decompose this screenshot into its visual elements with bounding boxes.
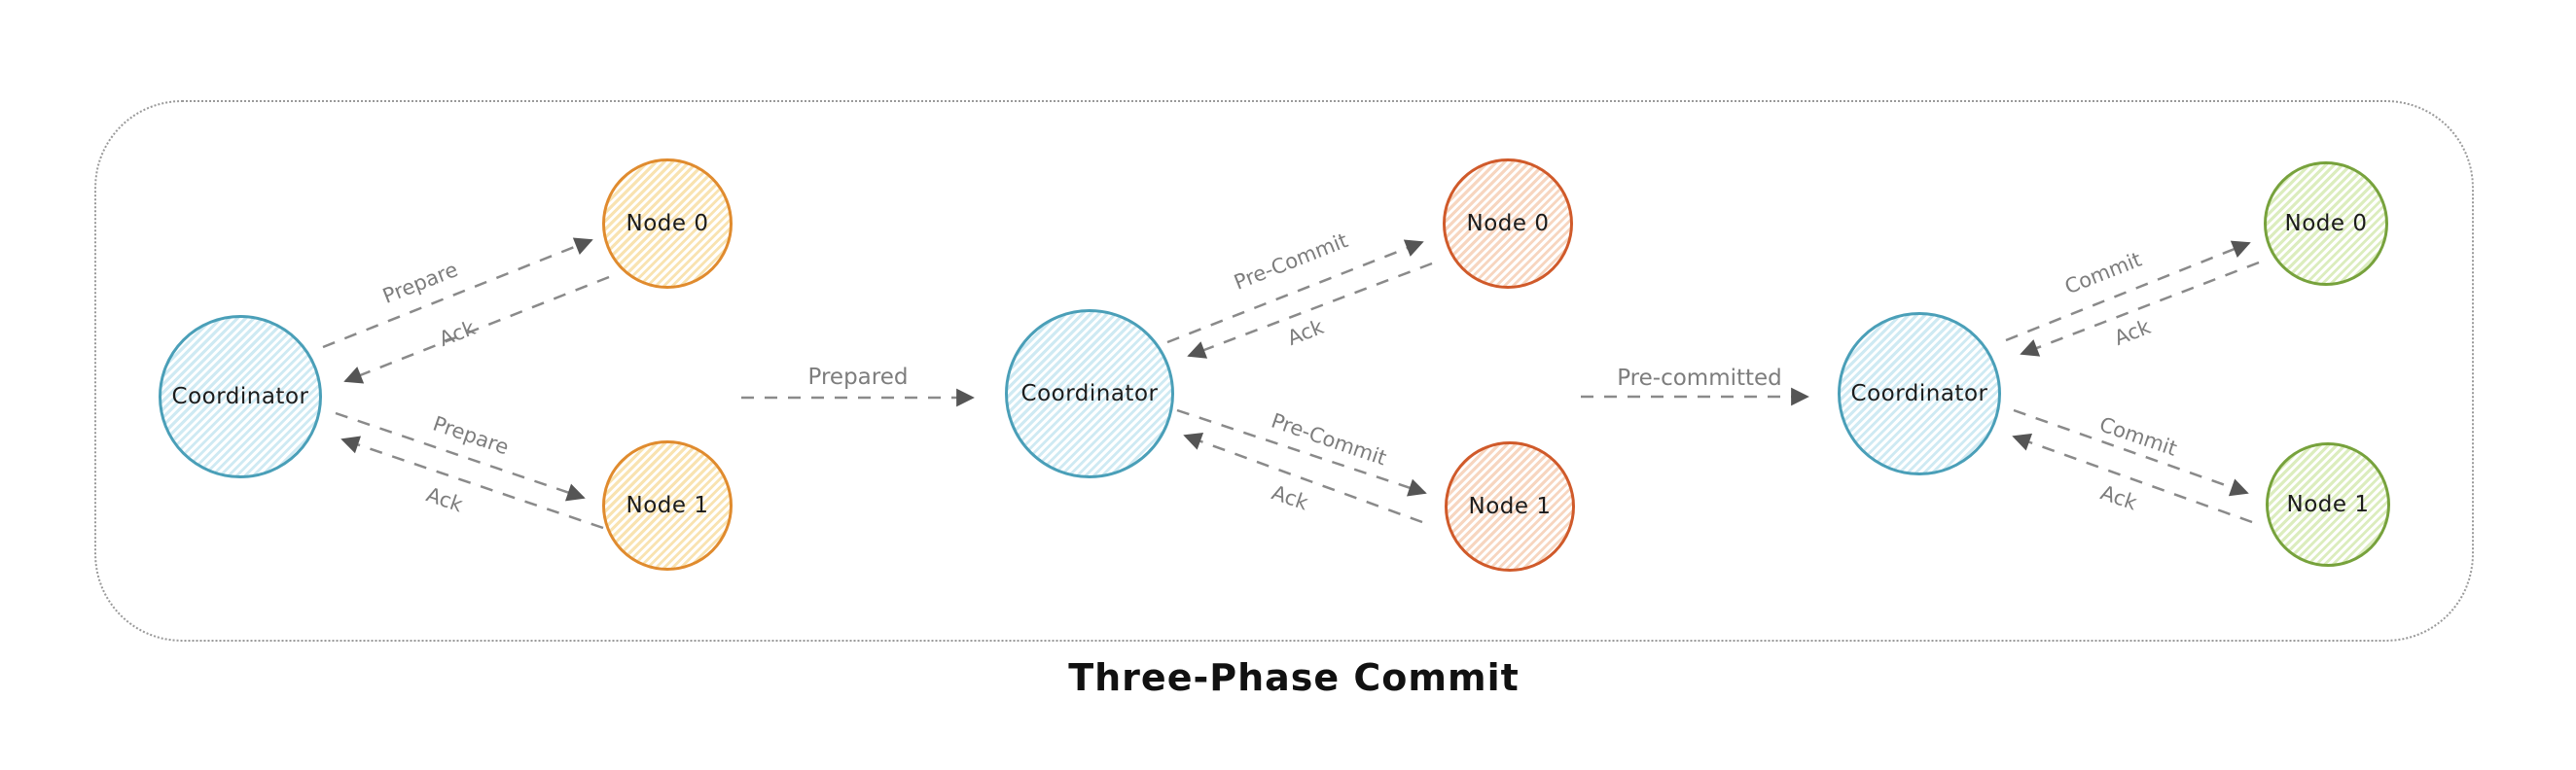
node1-label-phase3: Node 1 [2286,492,2370,517]
node0-label-phase2: Node 0 [1466,211,1550,236]
commit-arrow-phase3-node1 [2013,408,2249,497]
node1-label-phase1: Node 1 [626,493,709,518]
prepare-arrow-phase1-node0 [322,237,593,349]
node0-label-phase1: Node 0 [626,211,709,236]
prepared-transition-label: Prepared [807,365,909,390]
ack-arrow-phase3-node1 [2012,433,2253,524]
node0-circle-phase3: Node 0 [2264,161,2388,286]
node0-label-phase3: Node 0 [2284,211,2368,236]
coordinator-label-phase1: Coordinator [171,384,309,409]
coordinator-circle-phase2: Coordinator [1005,309,1174,478]
coordinator-circle-phase3: Coordinator [1838,312,2001,475]
node0-circle-phase2: Node 0 [1443,158,1573,289]
diagram-frame-border [94,100,2474,642]
prepare-arrow-phase1-node1 [335,411,586,502]
node1-label-phase2: Node 1 [1468,494,1552,519]
node0-circle-phase1: Node 0 [602,158,733,289]
coordinator-circle-phase1: Coordinator [159,315,322,478]
precommitted-transition-label: Pre-committed [1617,366,1782,391]
ack-arrow-phase2-node1 [1183,432,1423,524]
commit-arrow-phase3-node0 [2005,240,2251,342]
ack-arrow-phase2-node0 [1187,262,1433,359]
coordinator-label-phase2: Coordinator [1020,381,1159,406]
ack-arrow-phase1-node1 [340,436,604,530]
ack-arrow-phase1-node0 [343,275,610,384]
node1-circle-phase1: Node 1 [602,440,733,571]
diagram-title: Three-Phase Commit [1068,656,1520,699]
ack-arrow-phase3-node0 [2020,261,2260,357]
node1-circle-phase2: Node 1 [1445,441,1575,572]
precommit-arrow-phase2-node1 [1176,408,1427,497]
node1-circle-phase3: Node 1 [2266,442,2390,567]
coordinator-label-phase3: Coordinator [1850,381,1988,406]
